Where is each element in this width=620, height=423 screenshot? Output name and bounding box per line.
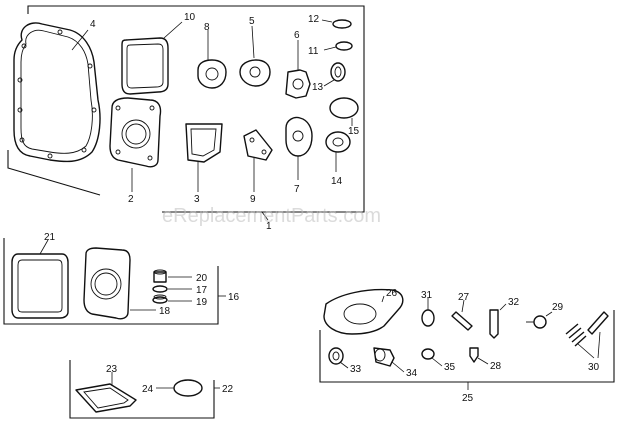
seal-part-13: [323, 62, 346, 87]
gasket-part-9: [243, 129, 273, 192]
callout-7: 7: [294, 184, 300, 195]
breather-gasket-part-23: [75, 372, 137, 413]
crankcase-gasket-part-4: [13, 22, 101, 163]
gasket-part-5: [239, 25, 271, 87]
shaft-part-32: [489, 303, 507, 339]
callout-32: 32: [508, 297, 520, 308]
callout-21: 21: [44, 232, 56, 243]
cap-part-33: [328, 347, 349, 369]
o-ring-part-15: [329, 97, 359, 126]
callout-15: 15: [348, 126, 360, 137]
spring-part-30: [565, 311, 609, 359]
callout-13: 13: [312, 82, 324, 93]
plate-gasket-part-26: [323, 288, 404, 335]
callout-9: 9: [250, 194, 256, 205]
callout-34: 34: [406, 368, 418, 379]
callout-18: 18: [159, 306, 171, 317]
gasket-part-6: [285, 40, 311, 99]
gasket-part-7: [285, 116, 313, 180]
callout-19: 19: [196, 297, 208, 308]
group-25-frame: [319, 310, 615, 390]
callout-5: 5: [249, 16, 255, 27]
callout-17: 17: [196, 285, 208, 296]
head-gasket-part-18: [83, 247, 156, 320]
callout-27: 27: [458, 292, 470, 303]
pin-part-27: [451, 299, 473, 331]
callout-29: 29: [552, 302, 564, 313]
callout-22: 22: [222, 384, 234, 395]
callout-33: 33: [350, 364, 362, 375]
watermark: eReplacementParts.com: [162, 205, 381, 227]
group-1-frame: [7, 5, 365, 221]
oil-seal-part-14: [325, 131, 351, 172]
rocker-cover-gasket-part-10: [121, 21, 183, 95]
group-22-frame: [69, 360, 220, 419]
plug-part-34: [373, 347, 405, 373]
callout-26: 26: [386, 288, 398, 299]
callout-28: 28: [490, 361, 502, 372]
o-ring-part-17: [152, 285, 192, 293]
callout-1: 1: [266, 221, 272, 232]
seal-part-20: [153, 269, 192, 283]
callout-4: 4: [90, 19, 96, 30]
o-ring-part-24: [156, 379, 203, 397]
callout-6: 6: [294, 30, 300, 41]
callout-20: 20: [196, 273, 208, 284]
callout-12: 12: [308, 14, 320, 25]
callout-2: 2: [128, 194, 134, 205]
fitting-part-29: [526, 311, 553, 329]
group-16-frame: [3, 238, 226, 325]
washer-part-12: [321, 19, 352, 29]
callout-23: 23: [106, 364, 118, 375]
seal-part-31: [421, 298, 435, 327]
callout-35: 35: [444, 362, 456, 373]
rocker-cover-gasket-part-21: [11, 239, 69, 319]
callout-10: 10: [184, 12, 196, 23]
callout-25: 25: [462, 393, 474, 404]
callout-31: 31: [421, 290, 433, 301]
callout-3: 3: [194, 194, 200, 205]
washer-part-11: [323, 41, 353, 51]
cylinder-head-gasket-part-2: [109, 97, 162, 192]
callout-24: 24: [142, 384, 154, 395]
gasket-part-8: [197, 30, 227, 89]
callout-16: 16: [228, 292, 240, 303]
spring-part-19: [152, 294, 192, 304]
callout-30: 30: [588, 362, 600, 373]
needle-part-28: [469, 347, 489, 365]
breather-gasket-part-3: [185, 123, 223, 192]
washer-part-35: [421, 348, 443, 367]
callout-14: 14: [331, 176, 343, 187]
callout-11: 11: [308, 46, 319, 57]
callout-8: 8: [204, 22, 210, 33]
